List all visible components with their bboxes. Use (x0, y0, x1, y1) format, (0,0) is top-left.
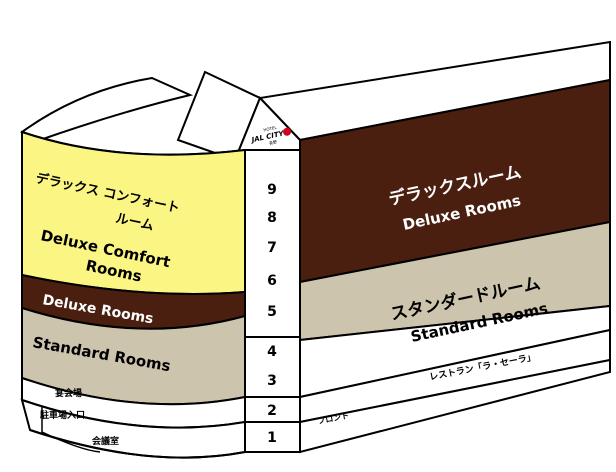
floor-number-7: 7 (267, 240, 277, 256)
floor-numbers: 9 8 7 6 5 4 3 2 1 (267, 182, 277, 446)
logo-crane-icon (283, 127, 292, 136)
left-wing-roof (20, 76, 194, 142)
parking-entrance-label: 駐車場入口 (40, 409, 85, 421)
floor-column (244, 149, 301, 453)
right-wing (257, 40, 611, 454)
meeting-room-label: 会議室 (92, 435, 119, 447)
floor-number-1: 1 (267, 430, 277, 446)
floor-number-9: 9 (267, 182, 277, 198)
floor-number-8: 8 (267, 210, 277, 226)
floor-number-5: 5 (267, 304, 277, 320)
floor-number-3: 3 (267, 373, 277, 389)
left-wing (20, 76, 246, 459)
logo-top-text: HOTEL (263, 125, 278, 133)
logo-sub-text: 長野 (268, 138, 277, 146)
tower (176, 70, 301, 453)
banquet-label: 宴会場 (55, 387, 82, 399)
floor-number-6: 6 (267, 273, 277, 289)
floor-number-2: 2 (267, 403, 277, 419)
floor-number-4: 4 (267, 344, 277, 360)
